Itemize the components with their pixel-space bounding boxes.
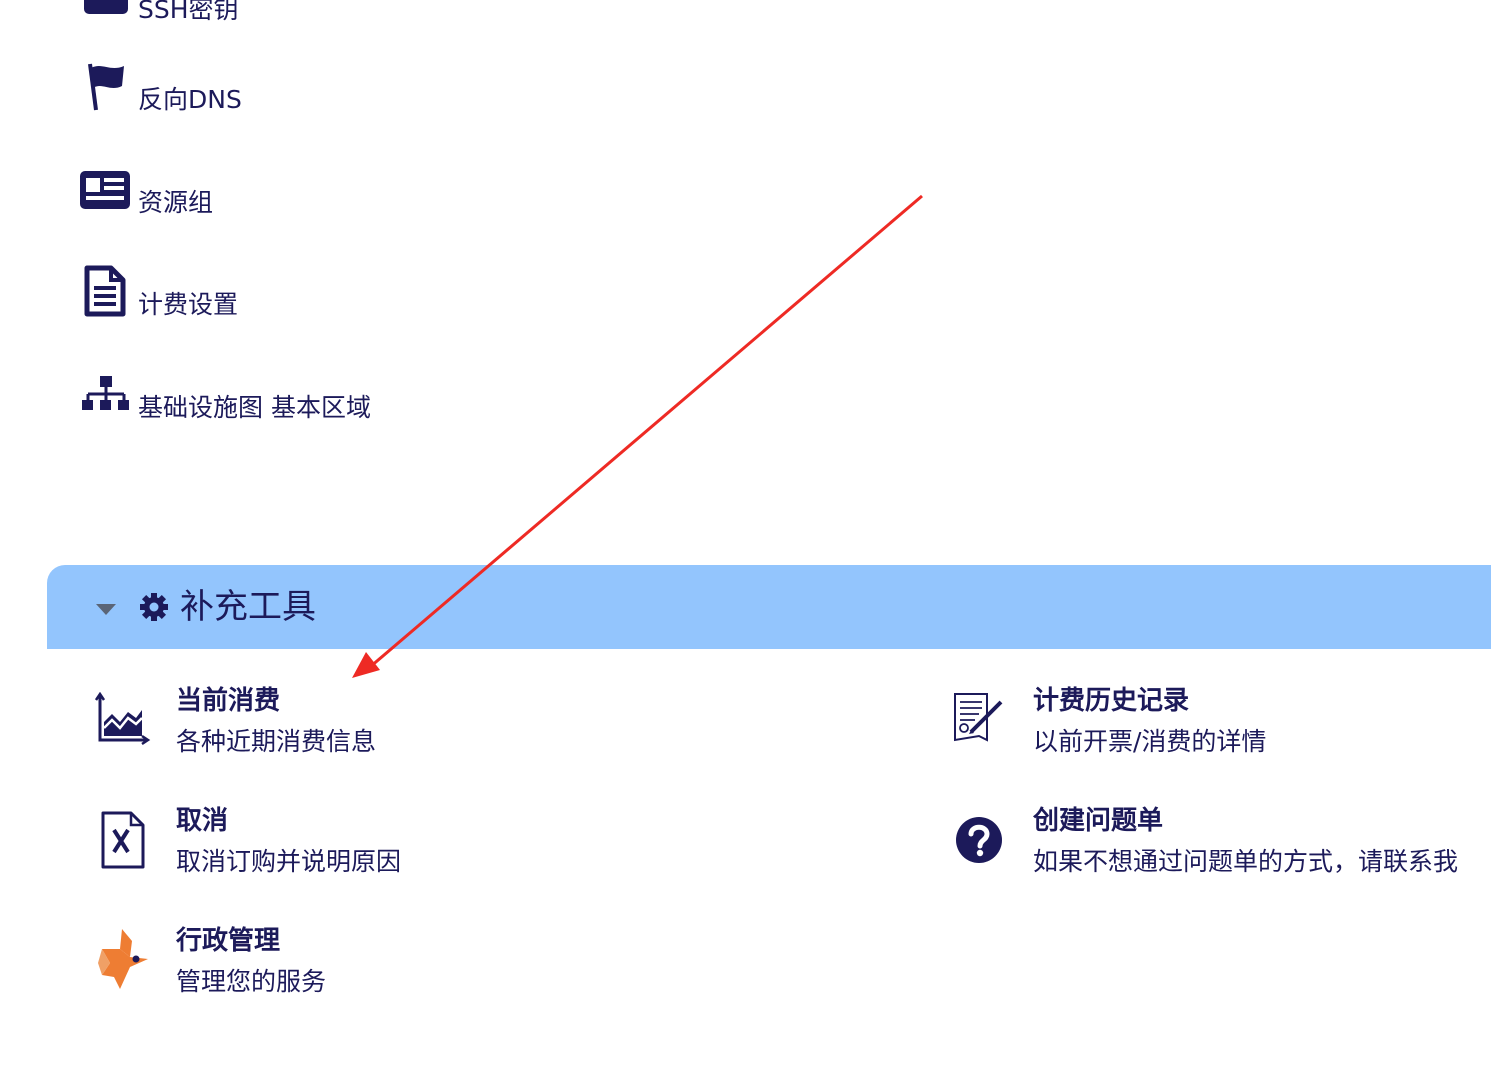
key-card-icon <box>78 0 132 22</box>
sidebar-item-infrastructure-map[interactable]: 基础设施图 基本区域 <box>78 368 371 420</box>
area-chart-icon <box>88 686 156 754</box>
admin-fish-icon <box>88 926 156 994</box>
sidebar-item-ssh-keys[interactable]: SSH密钥 <box>78 0 239 22</box>
tool-create-ticket[interactable]: 创建问题单 如果不想通过问题单的方式，请联系我 <box>945 806 1458 877</box>
tool-title: 取消 <box>176 806 229 836</box>
tool-administration[interactable]: 行政管理 管理您的服务 <box>88 926 326 997</box>
tool-description: 管理您的服务 <box>176 967 327 997</box>
section-title: 补充工具 <box>180 587 316 627</box>
signed-document-icon <box>945 686 1013 754</box>
document-icon <box>78 265 132 317</box>
sidebar-item-resource-groups[interactable]: 资源组 <box>78 163 213 215</box>
flag-icon <box>78 60 132 112</box>
tool-description: 各种近期消费信息 <box>176 727 377 757</box>
sitemap-icon <box>78 368 132 420</box>
sidebar-item-billing-settings[interactable]: 计费设置 <box>78 265 238 317</box>
tool-title: 计费历史记录 <box>1033 686 1190 716</box>
tool-billing-history[interactable]: 计费历史记录 以前开票/消费的详情 <box>945 686 1266 757</box>
sidebar-item-label: SSH密钥 <box>138 0 239 24</box>
tool-description: 如果不想通过问题单的方式，请联系我 <box>1033 847 1459 877</box>
tool-description: 以前开票/消费的详情 <box>1033 727 1267 757</box>
sidebar-item-label: 反向DNS <box>138 85 242 114</box>
sidebar-item-label: 计费设置 <box>138 290 239 319</box>
tool-title: 创建问题单 <box>1033 806 1164 836</box>
sidebar-item-label: 资源组 <box>138 188 214 217</box>
id-card-icon <box>78 163 132 215</box>
supplementary-tools-header[interactable]: 补充工具 <box>47 565 1491 649</box>
cancel-file-icon <box>88 806 156 874</box>
tool-title: 行政管理 <box>176 926 281 956</box>
tool-description: 取消订购并说明原因 <box>176 847 402 877</box>
tool-current-consumption[interactable]: 当前消费 各种近期消费信息 <box>88 686 376 757</box>
gear-icon <box>138 591 170 623</box>
tool-title: 当前消费 <box>176 686 281 716</box>
sidebar-item-reverse-dns[interactable]: 反向DNS <box>78 60 242 112</box>
tool-cancel[interactable]: 取消 取消订购并说明原因 <box>88 806 401 877</box>
chevron-down-icon <box>96 603 116 615</box>
sidebar-item-label: 基础设施图 基本区域 <box>138 393 371 422</box>
question-circle-icon <box>945 806 1013 874</box>
